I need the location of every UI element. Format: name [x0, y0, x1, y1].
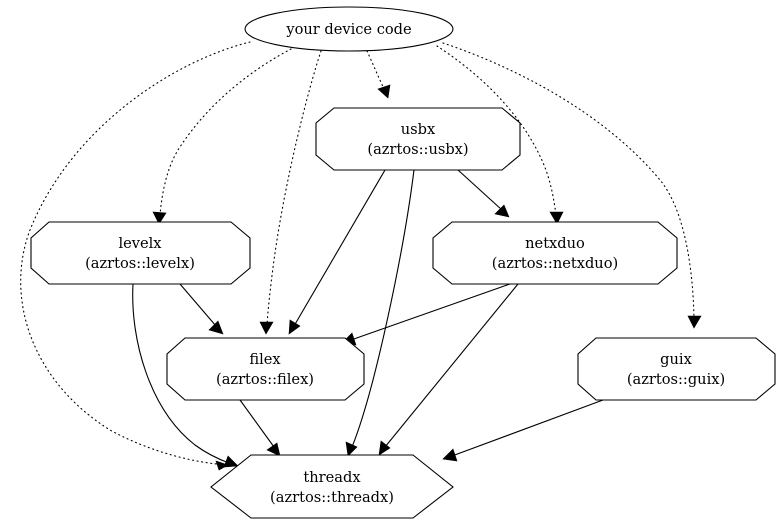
edge-device-to-filex [259, 50, 322, 335]
arrow-head [442, 448, 458, 462]
edge-usbx-to-threadx [345, 169, 415, 457]
node-filex[interactable]: filex (azrtos::filex) [166, 337, 365, 401]
node-shape-octagon [30, 221, 251, 285]
node-label-line2: (azrtos::guix) [627, 371, 725, 388]
node-label-line2: (azrtos::netxduo) [492, 255, 618, 272]
edge-line [457, 169, 503, 211]
edge-line [366, 50, 385, 90]
node-label-line2: (azrtos::usbx) [367, 141, 468, 158]
node-guix[interactable]: guix (azrtos::guix) [577, 337, 776, 401]
edge-group-solid [132, 169, 604, 468]
arrow-head [377, 84, 391, 99]
node-label-line1: usbx [401, 121, 436, 138]
edge-netxduo-to-threadx [378, 283, 519, 456]
edge-line [179, 283, 217, 327]
edge-line [350, 283, 511, 341]
node-label-line1: filex [249, 351, 281, 368]
arrow-head [288, 319, 301, 335]
edge-guix-to-threadx [442, 399, 604, 462]
edge-device-to-netxduo [436, 45, 564, 225]
edge-line [266, 50, 322, 326]
node-shape-octagon [577, 337, 776, 401]
node-label-line1: guix [660, 351, 692, 368]
node-shape-octagon [315, 107, 521, 171]
arrow-head [378, 440, 391, 456]
edge-line [442, 42, 695, 319]
edge-line [451, 399, 604, 457]
node-shape-octagon [210, 454, 454, 519]
node-usbx[interactable]: usbx (azrtos::usbx) [315, 107, 521, 171]
edge-line [239, 399, 275, 448]
edge-usbx-to-filex [288, 169, 386, 335]
node-label-line2: (azrtos::threadx) [270, 489, 394, 506]
node-label-line2: (azrtos::levelx) [85, 255, 195, 272]
node-netxduo[interactable]: netxduo (azrtos::netxduo) [432, 221, 678, 285]
edge-line [293, 169, 386, 327]
node-label-line2: (azrtos::filex) [216, 371, 314, 388]
node-label-line1: threadx [303, 469, 361, 486]
node-shape-octagon [166, 337, 365, 401]
arrow-head [687, 315, 702, 329]
node-levelx[interactable]: levelx (azrtos::levelx) [30, 221, 251, 285]
arrow-head [152, 211, 167, 225]
arrow-head [208, 320, 224, 335]
node-threadx[interactable]: threadx (azrtos::threadx) [210, 454, 454, 519]
edge-line [132, 283, 230, 464]
arrow-head [223, 455, 239, 468]
edge-filex-to-threadx [239, 399, 281, 457]
edge-netxduo-to-filex [341, 283, 511, 346]
arrow-head [345, 441, 358, 457]
arrow-head [259, 321, 274, 335]
arrow-head [215, 460, 229, 471]
arrow-head [494, 204, 510, 218]
edge-line [351, 169, 415, 448]
edge-levelx-to-filex [179, 283, 224, 335]
edge-device-to-threadx [20, 41, 251, 471]
node-device-code[interactable]: your device code [244, 6, 454, 52]
node-label-line1: your device code [285, 21, 411, 38]
node-label-line1: levelx [118, 235, 162, 252]
edge-usbx-to-netxduo [457, 169, 510, 218]
edge-line [159, 48, 292, 216]
edge-levelx-to-threadx [132, 283, 239, 468]
edge-device-to-guix [442, 42, 702, 329]
node-shape-ellipse [244, 6, 454, 52]
edge-device-to-levelx [152, 48, 292, 225]
edge-line [384, 283, 519, 448]
arrow-head [549, 211, 564, 225]
node-shape-octagon [432, 221, 678, 285]
edge-device-to-usbx [366, 50, 391, 99]
edge-group-dotted [20, 41, 702, 471]
node-label-line1: netxduo [525, 235, 585, 252]
arrow-head [266, 442, 281, 457]
edge-line [436, 45, 557, 216]
